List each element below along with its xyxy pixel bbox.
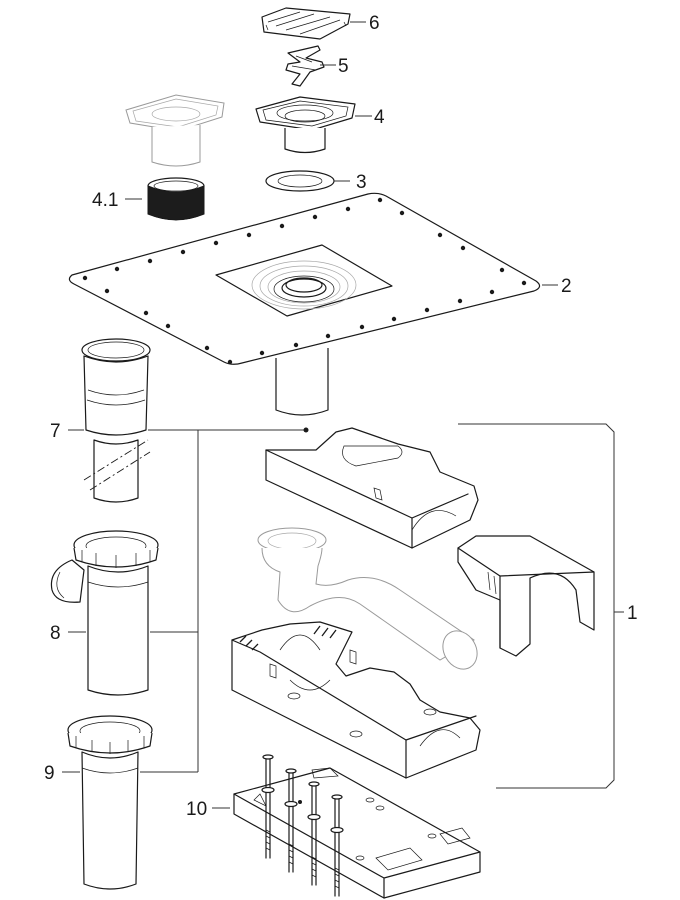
label-6: 6 bbox=[369, 13, 380, 34]
bracket-7-8-9 bbox=[140, 430, 199, 773]
part-1-cover bbox=[457, 535, 595, 657]
label-4: 4 bbox=[374, 107, 385, 128]
label-7: 7 bbox=[50, 421, 61, 442]
part-4-1-ghost-body bbox=[125, 94, 225, 167]
part-1-trap-bend bbox=[257, 527, 478, 670]
part-2-membrane bbox=[68, 192, 541, 416]
part-5-clip bbox=[285, 45, 325, 87]
membrane-holes bbox=[82, 197, 527, 365]
part-8-outlet-branch-pipe bbox=[50, 530, 159, 696]
part-10-screws bbox=[261, 754, 344, 897]
label-9: 9 bbox=[44, 763, 55, 784]
screw bbox=[330, 794, 344, 897]
label-3: 3 bbox=[356, 172, 367, 193]
label-1: 1 bbox=[627, 603, 638, 624]
leader-7 bbox=[68, 427, 309, 433]
part-3-seal-ring bbox=[265, 170, 335, 192]
part-1-upper-housing bbox=[265, 427, 479, 549]
label-5: 5 bbox=[338, 56, 349, 77]
screw bbox=[261, 754, 275, 859]
screw bbox=[284, 768, 302, 873]
part-7-extension-pipe bbox=[81, 338, 151, 503]
part-10-base-plate bbox=[233, 767, 481, 899]
label-8: 8 bbox=[50, 623, 61, 644]
part-9-outlet-pipe bbox=[67, 715, 153, 890]
label-4-1: 4.1 bbox=[92, 190, 118, 211]
label-2: 2 bbox=[561, 276, 572, 297]
screw bbox=[307, 781, 321, 886]
part-6-grating bbox=[261, 7, 351, 40]
bracket-1 bbox=[458, 423, 624, 789]
part-4-1-ring bbox=[147, 177, 205, 222]
part-4-drain-body bbox=[255, 96, 356, 154]
part-1-lower-housing bbox=[231, 621, 481, 779]
label-10: 10 bbox=[186, 799, 207, 820]
